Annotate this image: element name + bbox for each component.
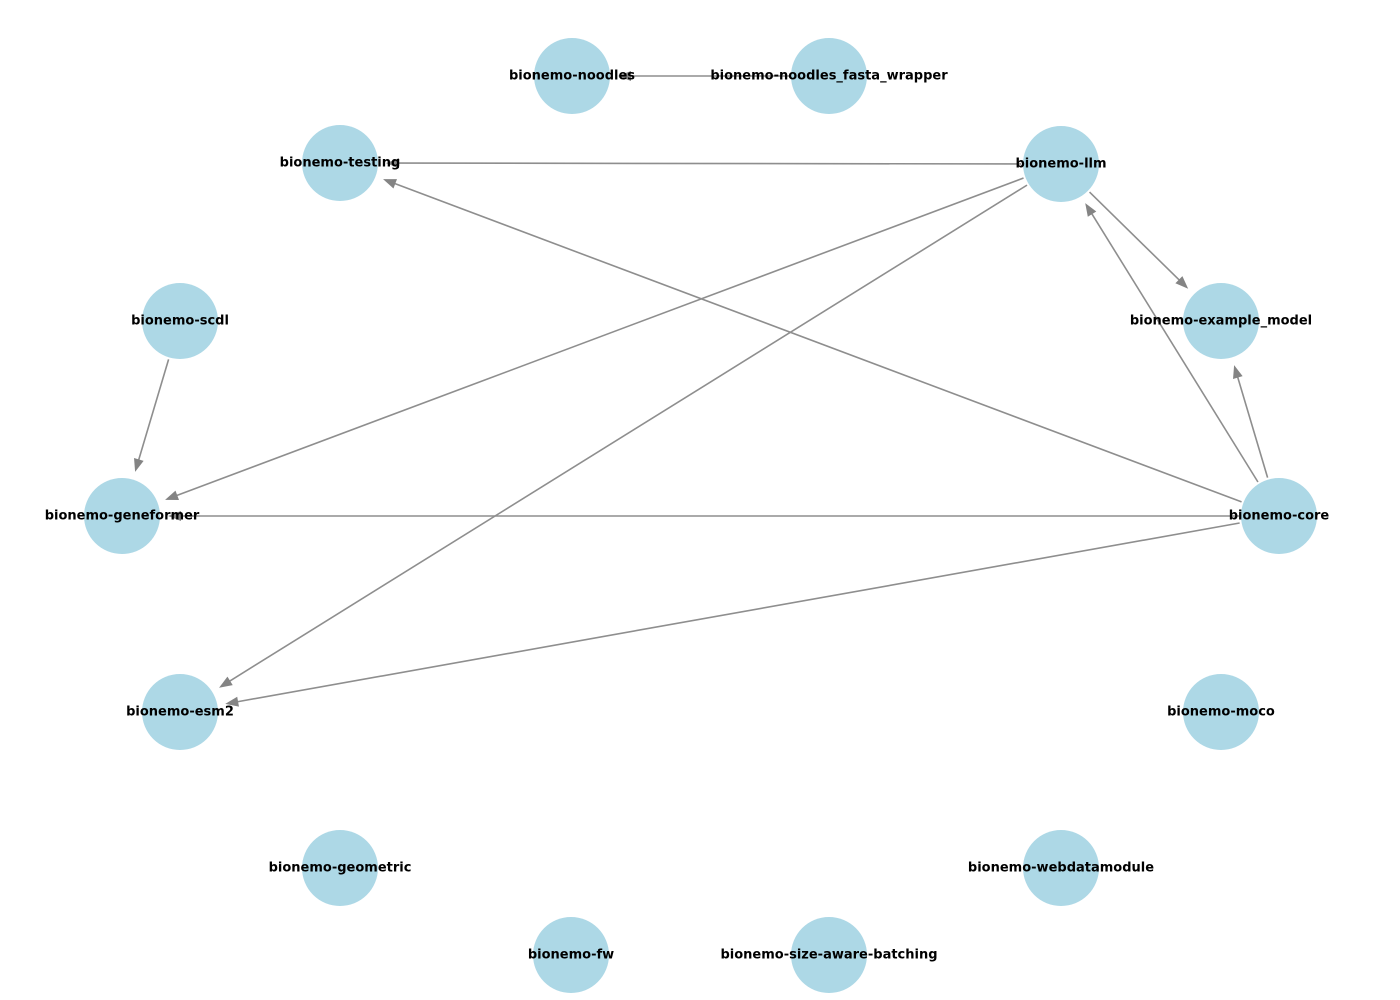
edge-bionemo-core-to-bionemo-esm2 [235, 522, 1240, 703]
edge-bionemo-llm-to-bionemo-testing [396, 162, 1022, 165]
node-label-bionemo-noodles: bionemo-noodles [509, 69, 635, 84]
arrowhead-bionemo-core-to-bionemo-geneformer [168, 511, 181, 521]
node-label-bionemo-core: bionemo-core [1229, 509, 1330, 524]
graph-node-bionemo-fw [533, 917, 609, 993]
arrowhead-bionemo-llm-to-bionemo-geneformer [165, 490, 180, 500]
graph-node-bionemo-noodles [534, 38, 610, 114]
node-label-bionemo-scdl: bionemo-scdl [131, 314, 229, 329]
node-label-bionemo-size-aware-batching: bionemo-size-aware-batching [720, 948, 937, 963]
edge-bionemo-scdl-to-bionemo-geneformer [137, 359, 170, 462]
graph-node-bionemo-noodles_fasta_wrapper [791, 38, 867, 114]
graph-node-bionemo-llm [1023, 126, 1099, 202]
edge-layer [134, 71, 1269, 707]
edge-bionemo-llm-to-bionemo-example_model [1088, 191, 1181, 282]
node-label-bionemo-noodles_fasta_wrapper: bionemo-noodles_fasta_wrapper [710, 69, 948, 84]
label-layer: bionemo-noodles bionemo-noodles_fasta_wra… [45, 69, 1330, 963]
node-label-bionemo-llm: bionemo-llm [1015, 157, 1106, 172]
node-label-bionemo-moco: bionemo-moco [1167, 705, 1275, 720]
edge-bionemo-llm-to-bionemo-esm2 [227, 184, 1028, 683]
graph-node-bionemo-esm2 [142, 674, 218, 750]
arrowhead-bionemo-core-to-bionemo-esm2 [225, 696, 239, 707]
graph-node-bionemo-testing [302, 125, 378, 201]
graph-node-bionemo-webdatamodule [1023, 830, 1099, 906]
node-label-bionemo-testing: bionemo-testing [280, 156, 401, 171]
node-label-bionemo-geneformer: bionemo-geneformer [45, 509, 200, 524]
graph-node-bionemo-size-aware-batching [791, 917, 867, 993]
arrowhead-bionemo-core-to-bionemo-testing [383, 179, 397, 189]
graph-node-bionemo-scdl [142, 283, 218, 359]
arrowhead-bionemo-core-to-bionemo-example_model [1233, 365, 1243, 379]
node-label-bionemo-webdatamodule: bionemo-webdatamodule [968, 861, 1154, 876]
node-label-bionemo-fw: bionemo-fw [528, 948, 614, 963]
node-label-bionemo-example_model: bionemo-example_model [1130, 314, 1312, 329]
arrowhead-bionemo-noodles_fasta_wrapper-to-bionemo-noodles [618, 71, 631, 81]
arrowhead-bionemo-llm-to-bionemo-esm2 [219, 676, 233, 688]
graph-node-bionemo-geneformer [84, 478, 160, 554]
node-label-bionemo-esm2: bionemo-esm2 [126, 705, 234, 720]
edge-bionemo-core-to-bionemo-example_model [1236, 375, 1269, 478]
edge-bionemo-core-to-bionemo-testing [393, 182, 1242, 503]
arrowhead-bionemo-scdl-to-bionemo-geneformer [134, 458, 144, 472]
edge-bionemo-llm-to-bionemo-geneformer [175, 177, 1024, 497]
graph-node-bionemo-example_model [1183, 283, 1259, 359]
arrowhead-bionemo-llm-to-bionemo-testing [385, 158, 400, 169]
graph-node-bionemo-geometric [302, 830, 378, 906]
graph-node-bionemo-moco [1183, 674, 1259, 750]
edge-bionemo-core-to-bionemo-llm [1090, 212, 1259, 483]
arrowhead-bionemo-llm-to-bionemo-example_model [1175, 276, 1189, 289]
graph-node-bionemo-core [1241, 478, 1317, 554]
node-label-bionemo-geometric: bionemo-geometric [269, 861, 412, 876]
node-layer [84, 38, 1317, 993]
arrowhead-bionemo-core-to-bionemo-llm [1085, 203, 1097, 217]
